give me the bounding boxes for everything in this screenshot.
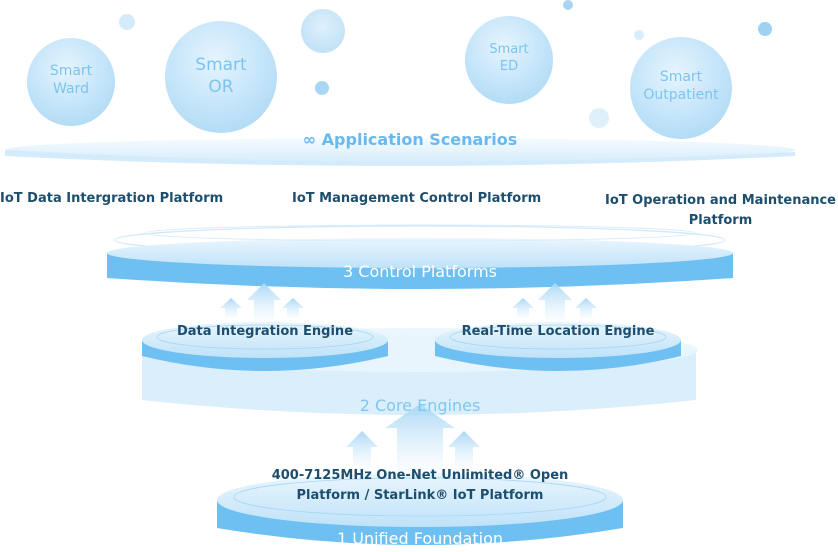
engine-real-time-location: Real-Time Location Engine	[461, 324, 655, 339]
bubble-dot	[758, 22, 772, 36]
arrow-up-icon	[538, 283, 572, 320]
core-engines-title: 2 Core Engines	[359, 396, 481, 415]
scenario-label-line2: Outpatient	[643, 87, 719, 104]
scenario-smart-or: Smart OR	[171, 54, 271, 98]
bubble-dot	[119, 14, 135, 30]
foundation-description-line2: Platform / StarLink® IoT Platform	[296, 488, 544, 503]
decorative-bubbles	[119, 0, 772, 128]
bubble-dot	[315, 81, 329, 95]
platform-label-line1: IoT Operation and Maintenance	[604, 193, 837, 208]
scenario-label-line1: Smart	[195, 55, 247, 75]
engine-disc-right	[435, 322, 681, 371]
infinity-icon: ∞	[302, 130, 317, 149]
arrow-up-icon	[512, 298, 534, 318]
engine-data-integration: Data Integration Engine	[176, 324, 354, 339]
arrow-up-icon	[385, 404, 455, 470]
scenario-smart-outpatient: Smart Outpatient	[626, 68, 736, 104]
bubble-smart-ed	[465, 16, 553, 104]
arrow-up-icon	[448, 431, 480, 466]
platform-data-integration: IoT Data Intergration Platform	[0, 191, 224, 206]
application-scenarios-label: Application Scenarios	[321, 130, 518, 149]
foundation-description-line1: 400-7125MHz One-Net Unlimited® Open	[271, 468, 569, 483]
arrow-up-icon	[346, 431, 378, 466]
scenario-smart-ed: Smart ED	[469, 42, 549, 76]
scenario-label-line1: Smart	[659, 69, 703, 85]
arrow-up-icon	[247, 283, 281, 320]
foundation-disc	[217, 473, 623, 545]
platform-management-control: IoT Management Control Platform	[292, 191, 542, 206]
arrows-engines-to-platforms	[220, 283, 597, 320]
arrows-foundation-to-engines	[346, 404, 480, 470]
engine-disc-left	[142, 322, 388, 371]
scenario-label-line2: ED	[499, 58, 519, 74]
application-disc	[5, 138, 795, 166]
scenario-label-line2: OR	[208, 77, 234, 98]
scenario-smart-ward: Smart Ward	[31, 62, 111, 98]
scenario-bubbles	[27, 16, 732, 139]
bubble-dot	[634, 30, 644, 40]
platform-operation-maintenance: IoT Operation and Maintenance Platform	[603, 191, 838, 231]
platform-label-line2: Platform	[688, 213, 753, 228]
bubble-smart-or	[165, 21, 277, 133]
arrow-up-icon	[282, 298, 304, 318]
unified-foundation-title: 1 Unified Foundation	[336, 529, 504, 548]
bubble-smart-outpatient	[630, 37, 732, 139]
bubble-dot	[301, 9, 345, 53]
control-platforms-plate	[107, 224, 733, 289]
bubble-smart-ward	[27, 38, 115, 126]
application-scenarios-title: ∞ Application Scenarios	[280, 130, 540, 149]
bubble-dot	[563, 0, 573, 10]
control-platforms-title: 3 Control Platforms	[343, 262, 497, 281]
scenario-label-line1: Smart	[49, 63, 93, 79]
scenario-label-line1: Smart	[489, 42, 529, 57]
bubble-dot	[589, 108, 609, 128]
scenario-label-line2: Ward	[53, 81, 89, 98]
foundation-description: 400-7125MHz One-Net Unlimited® Open Plat…	[230, 466, 610, 506]
arrow-up-icon	[575, 298, 597, 318]
arrow-up-icon	[220, 298, 242, 318]
